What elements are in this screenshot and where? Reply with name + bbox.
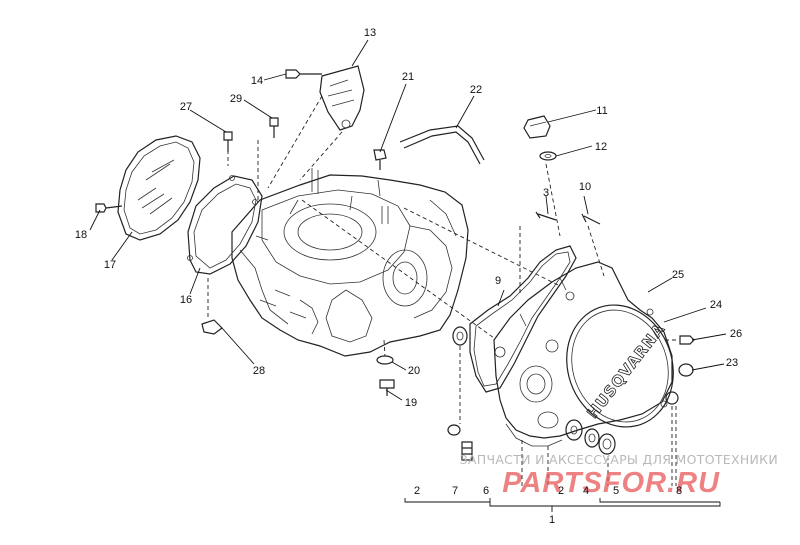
callout-21: 21 (402, 71, 414, 83)
callout-24: 24 (710, 299, 722, 311)
callout-11: 11 (596, 105, 607, 117)
cover-brand-text: HUSQVARNA (584, 320, 669, 422)
filler-plug (523, 115, 557, 161)
callout-2-right: 2 (558, 485, 564, 497)
callout-18: 18 (75, 229, 87, 241)
callout-13: 13 (364, 27, 376, 39)
callout-27: 27 (180, 101, 192, 113)
clutch-cover: HUSQVARNA (493, 261, 674, 447)
callout-23: 23 (726, 357, 738, 369)
watermark-caption: ЗАПЧАСТИ И АКСЕССУАРЫ ДЛЯ МОТОТЕХНИКИ (460, 452, 778, 467)
callout-9: 9 (495, 275, 501, 287)
callout-8: 8 (676, 485, 682, 497)
callout-28: 28 (253, 365, 265, 377)
ignition-cover (117, 135, 201, 241)
callout-29: 29 (230, 93, 242, 105)
callout-1: 1 (549, 514, 555, 526)
watermark: ЗАПЧАСТИ И АКСЕССУАРЫ ДЛЯ МОТОТЕХНИКИ PA… (460, 452, 778, 499)
callout-2-left: 2 (414, 485, 420, 497)
left-gasket (187, 175, 263, 275)
crankcase (231, 168, 469, 357)
callout-numbers: 13 14 21 22 11 27 29 12 3 10 18 17 9 25 … (75, 27, 742, 526)
callout-14: 14 (251, 75, 263, 87)
leader-lines (89, 39, 727, 512)
callout-5: 5 (613, 485, 619, 497)
callout-25: 25 (672, 269, 684, 281)
callout-20: 20 (408, 365, 420, 377)
callout-16: 16 (180, 294, 192, 306)
seals (447, 326, 694, 461)
callout-7: 7 (452, 485, 458, 497)
callout-26: 26 (730, 328, 742, 340)
callout-17: 17 (104, 259, 116, 271)
sprocket-guard (319, 65, 365, 131)
watermark-site: PARTSFOR.RU (502, 467, 720, 499)
callout-22: 22 (470, 84, 482, 96)
callout-4: 4 (583, 485, 589, 497)
callout-6: 6 (483, 485, 489, 497)
assembly-lines (207, 95, 677, 486)
breather-hose (399, 125, 485, 165)
callout-3: 3 (543, 187, 549, 199)
callout-10: 10 (579, 181, 591, 193)
screws (95, 69, 695, 396)
callout-12: 12 (595, 141, 607, 153)
clutch-cover-gasket (469, 245, 577, 393)
callout-19: 19 (405, 397, 417, 409)
